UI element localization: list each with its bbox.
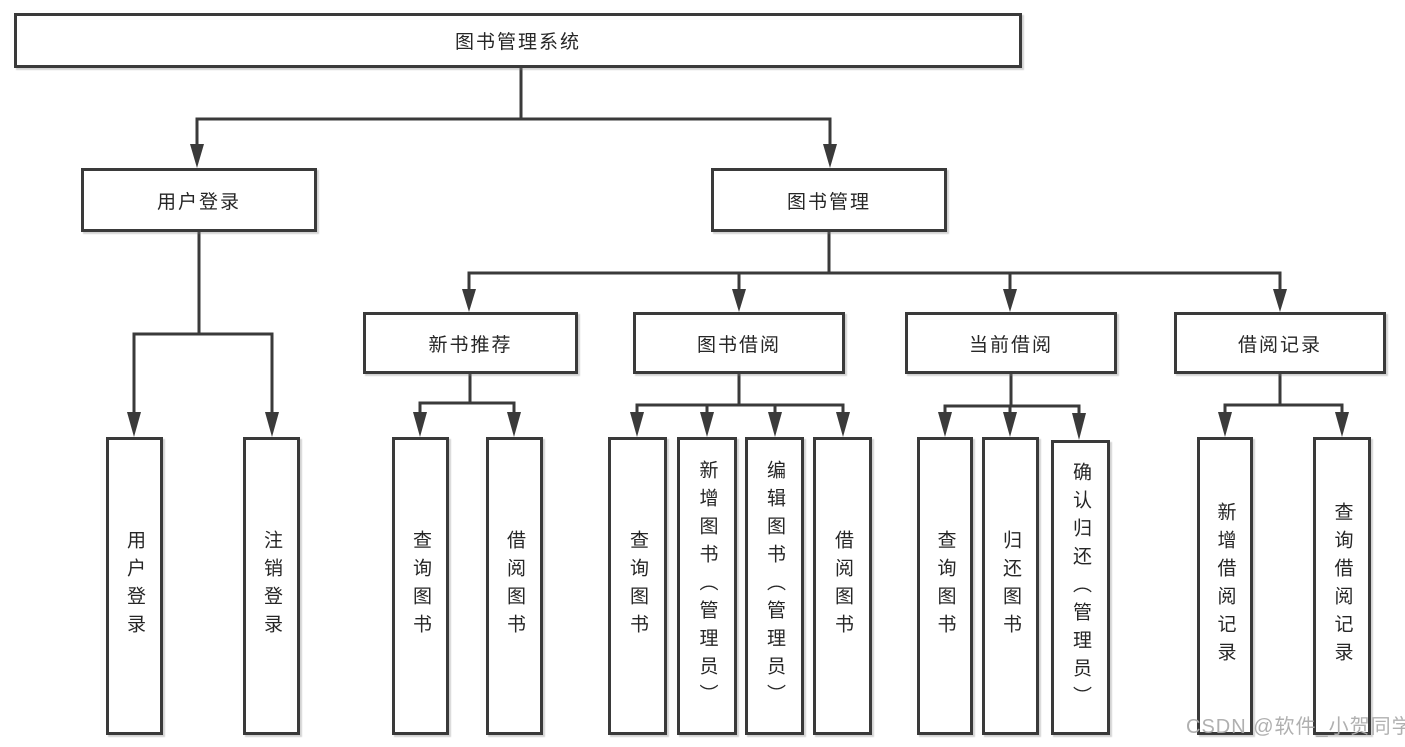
node-label: 借阅记录 — [1237, 334, 1322, 356]
node-label: 借阅图书 — [832, 530, 853, 642]
node-label: 图书管理 — [786, 191, 871, 213]
node-label: 新增图书（管理员） — [696, 460, 718, 712]
node-label: 新增借阅记录 — [1214, 502, 1236, 670]
leaf-return-books: 归还图书 — [982, 437, 1039, 735]
arrowheads — [127, 144, 1349, 440]
node-book-management: 图书管理 — [711, 168, 947, 232]
node-label: 查询图书 — [410, 530, 431, 642]
node-book-borrow: 图书借阅 — [633, 312, 845, 374]
leaf-borrow-books: 借阅图书 — [486, 437, 543, 735]
node-label: 查询图书 — [934, 530, 956, 642]
leaf-query-books: 查询图书 — [917, 437, 973, 735]
node-label: 确认归还（管理员） — [1070, 461, 1091, 714]
leaf-user-login: 用户登录 — [106, 437, 163, 735]
node-borrow-records: 借阅记录 — [1174, 312, 1386, 374]
node-label: 用户登录 — [124, 530, 145, 642]
leaf-edit-books-admin: 编辑图书（管理员） — [745, 437, 804, 735]
node-label: 借阅图书 — [504, 530, 525, 642]
leaf-borrow-books: 借阅图书 — [813, 437, 872, 735]
node-current-borrow: 当前借阅 — [905, 312, 1117, 374]
leaf-query-books: 查询图书 — [608, 437, 667, 735]
leaf-confirm-return-admin: 确认归还（管理员） — [1051, 440, 1110, 735]
node-user-login: 用户登录 — [81, 168, 317, 232]
leaf-logout: 注销登录 — [243, 437, 300, 735]
node-label: 编辑图书（管理员） — [764, 460, 785, 712]
node-label: 用户登录 — [156, 191, 241, 213]
leaf-add-borrow-record: 新增借阅记录 — [1197, 437, 1253, 735]
csdn-watermark: CSDN @软件_小贺同学 — [1186, 716, 1405, 738]
node-label: 查询图书 — [627, 530, 648, 642]
node-label: 注销登录 — [261, 530, 282, 642]
node-library-management-system: 图书管理系统 — [14, 13, 1022, 68]
leaf-query-books: 查询图书 — [392, 437, 449, 735]
node-label: 归还图书 — [1000, 530, 1021, 642]
node-new-book-recommend: 新书推荐 — [363, 312, 578, 374]
node-label: 图书管理系统 — [454, 32, 581, 53]
node-label: 图书借阅 — [696, 334, 781, 356]
leaf-add-books-admin: 新增图书（管理员） — [677, 437, 737, 735]
leaf-query-borrow-record: 查询借阅记录 — [1313, 437, 1371, 735]
node-label: 新书推荐 — [428, 334, 513, 356]
node-label: 查询借阅记录 — [1331, 502, 1353, 670]
node-label: 当前借阅 — [968, 334, 1053, 356]
